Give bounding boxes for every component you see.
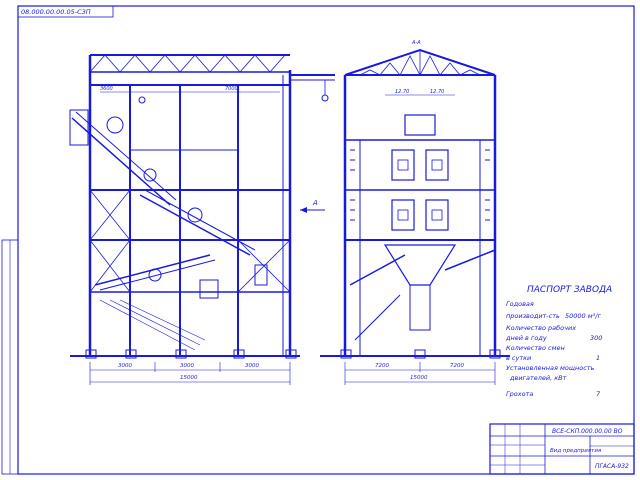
section-mark: А-А xyxy=(411,40,421,46)
dim-right-2: 7200 xyxy=(450,363,464,369)
right-section xyxy=(320,48,510,385)
dim-right-top-1: 12.70 xyxy=(395,89,409,95)
stamp-box xyxy=(17,5,114,18)
dim-right-total: 15000 xyxy=(410,375,428,381)
passport-row-4-label: Количество смен xyxy=(506,344,565,352)
passport-row-5-label: в сутки xyxy=(506,354,531,362)
title-block-name: Вид предприятия xyxy=(550,448,602,454)
passport-row-2-label: Количество рабочих xyxy=(506,324,576,332)
dim-left-top-2: 7000 xyxy=(225,86,238,92)
dim-right-top-2: 12.70 xyxy=(430,89,444,95)
dim-right-1: 7200 xyxy=(375,363,389,369)
passport-row-6-label: Установленная мощность xyxy=(506,364,595,372)
dim-left-1: 3000 xyxy=(118,363,132,369)
left-elevation xyxy=(69,54,335,385)
passport-row-3-label: дней в году xyxy=(505,334,547,342)
title-block-org: ПГАСА-932 xyxy=(595,463,629,470)
passport-row-0-label: Годовая xyxy=(506,300,534,308)
passport-row-1-value: 50000 м³/г xyxy=(565,312,601,320)
passport-row-5-value: 1 xyxy=(596,354,600,362)
title-block xyxy=(489,423,635,475)
dim-left-total: 15000 xyxy=(180,375,198,381)
passport-row-8-label: Грохота xyxy=(506,390,533,398)
title-block-code: ВСЕ-СКП.000.00.00 ВО xyxy=(552,428,623,435)
plant-passport: ПАСПОРТ ЗАВОДА Годовая производит-сть 50… xyxy=(505,285,612,398)
passport-row-3-value: 300 xyxy=(590,334,602,342)
passport-row-7-label: двигателей, кВт xyxy=(509,374,567,382)
dim-left-top-1: 3600 xyxy=(100,86,113,92)
dim-left-2: 3000 xyxy=(180,363,194,369)
dim-left-3: 3000 xyxy=(245,363,259,369)
passport-row-1-label: производит-сть xyxy=(506,312,560,320)
view-arrow-label: А xyxy=(312,199,318,207)
passport-row-8-value: 7 xyxy=(596,390,601,398)
stamp-code: 08.000.00.00.05-СЗП xyxy=(21,8,91,16)
passport-title: ПАСПОРТ ЗАВОДА xyxy=(527,285,612,295)
